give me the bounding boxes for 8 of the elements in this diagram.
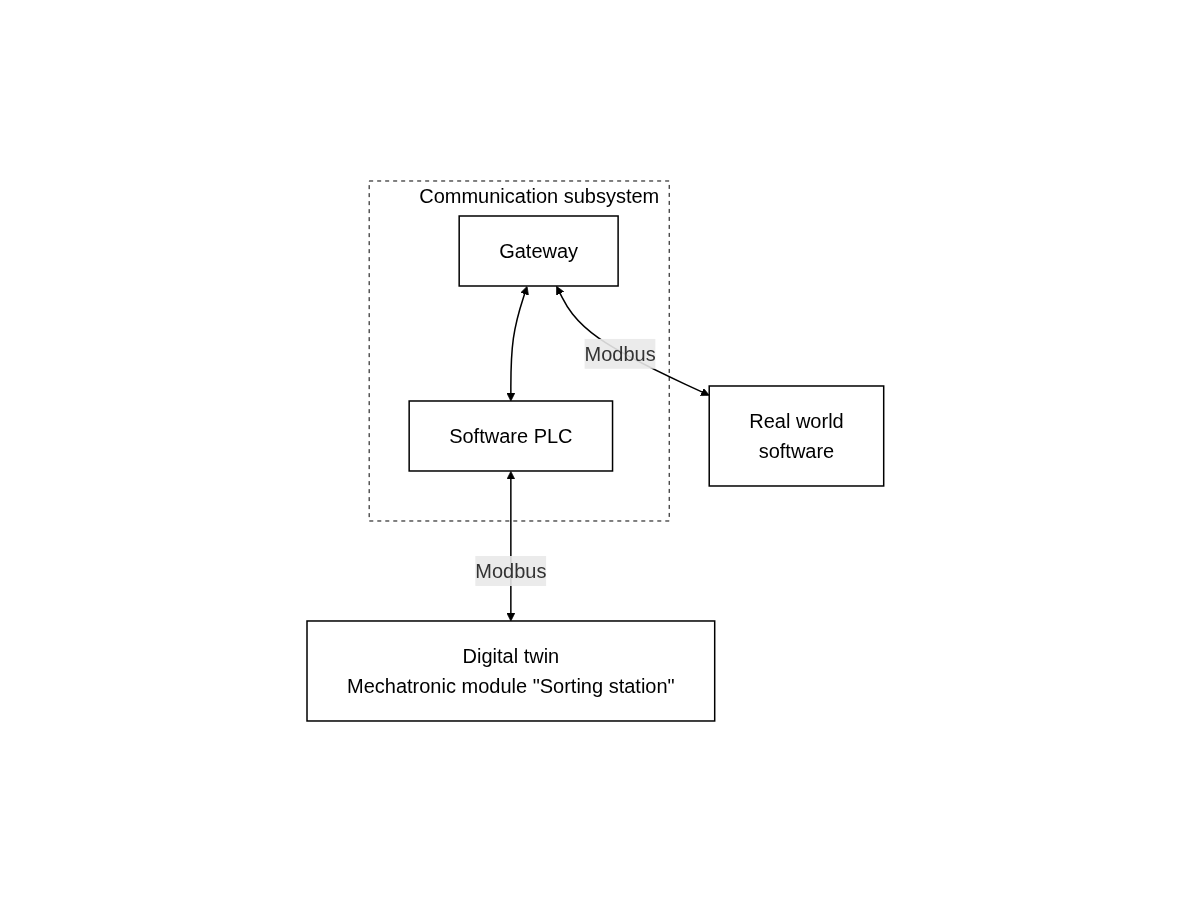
edge-label: Modbus: [584, 342, 656, 365]
node-box: Software PLC: [408, 399, 614, 472]
arrow: [556, 285, 710, 396]
arrow: [506, 285, 529, 401]
node-box: Gateway: [458, 214, 619, 287]
node-box: Digital twin Mechatronic module "Sorting station": [306, 619, 716, 722]
edge-label: Modbus: [475, 559, 547, 582]
node-box: Real world software: [708, 384, 885, 487]
